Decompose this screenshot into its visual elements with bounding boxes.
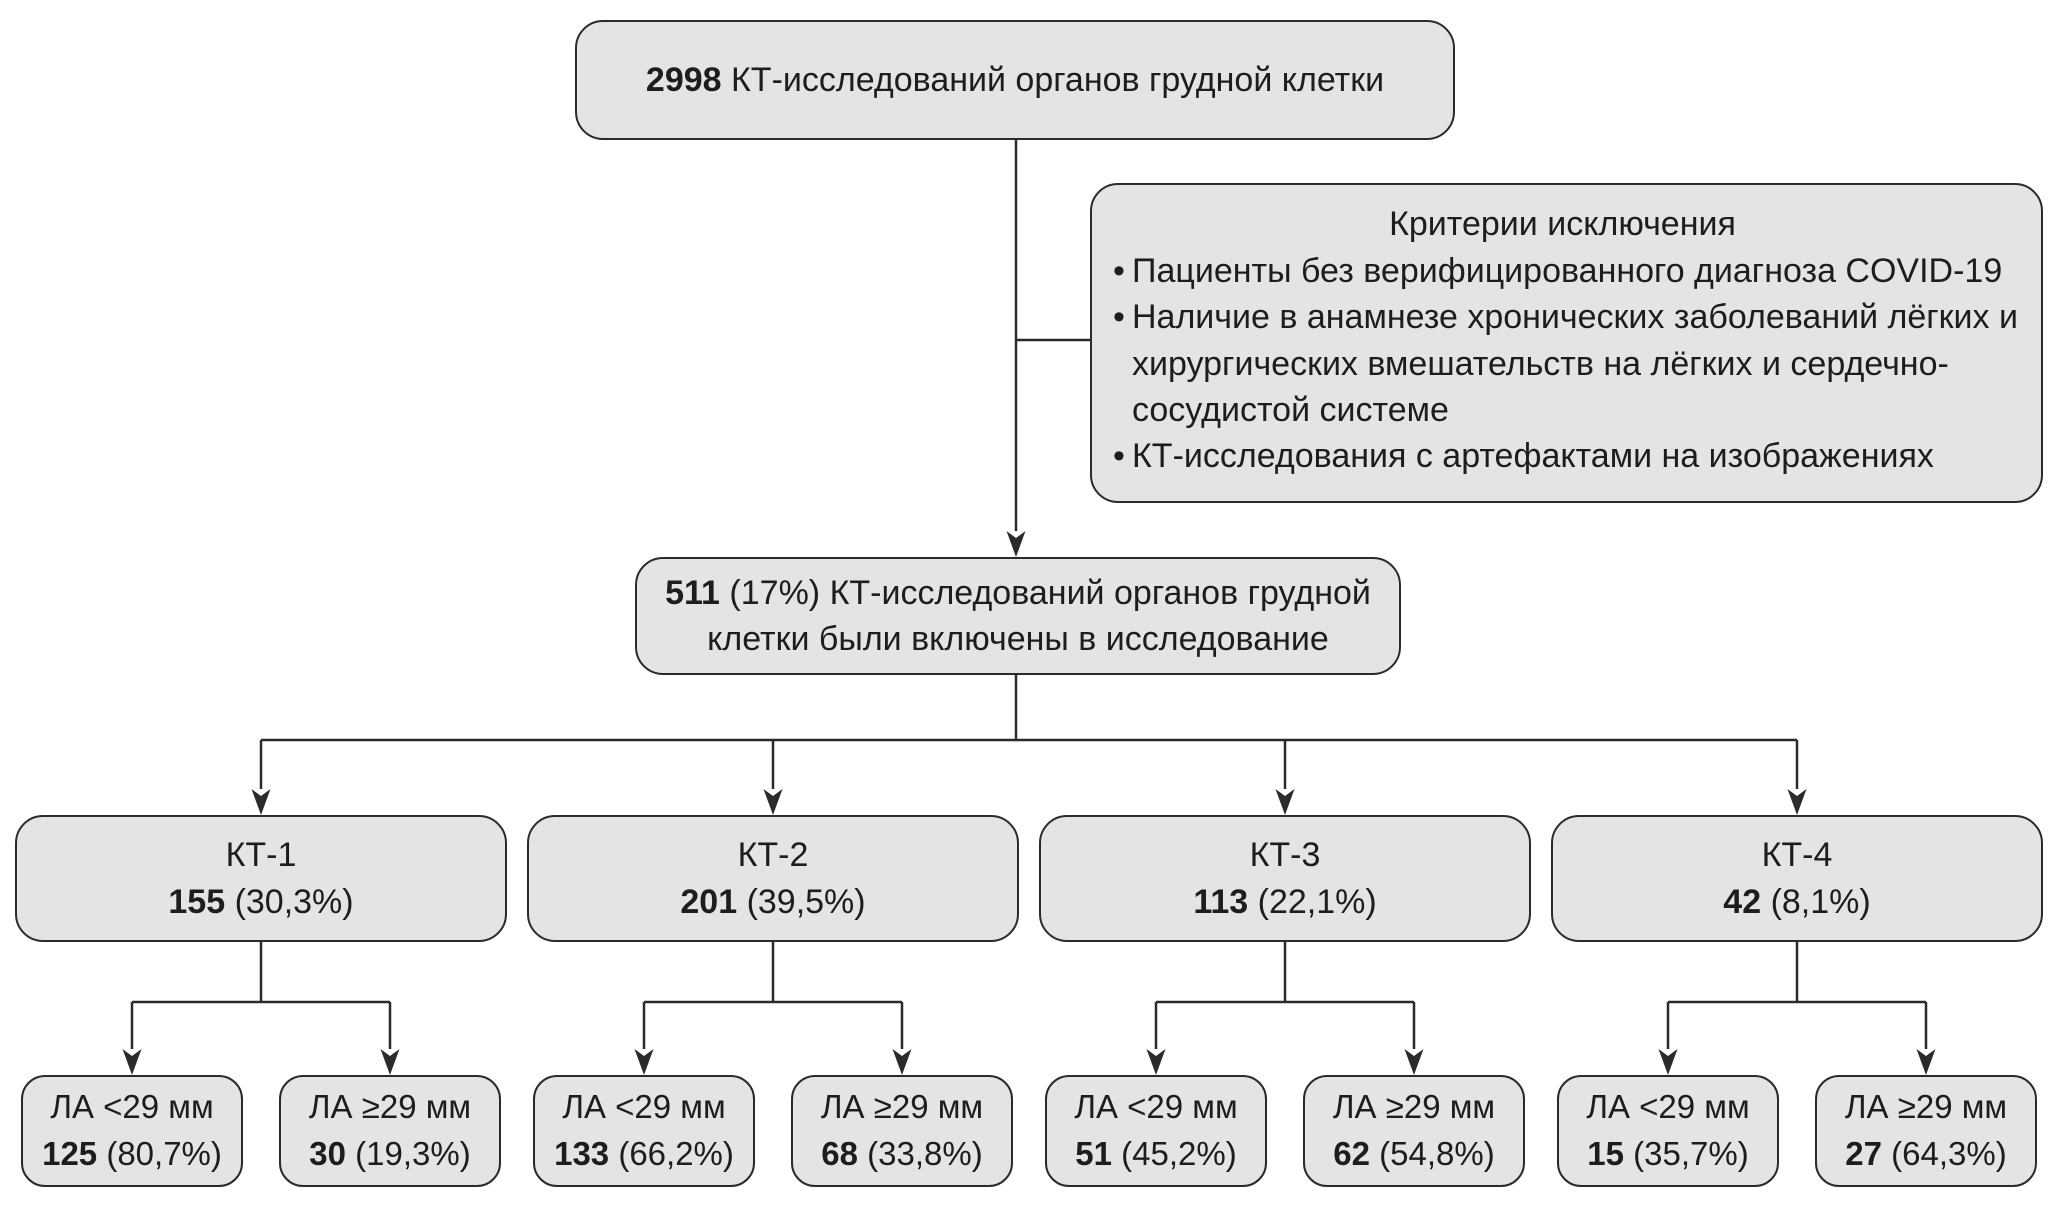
kt1-percent: (30,3%) <box>234 882 354 921</box>
exclusion-bullet-2-text: Наличие в анамнезе хронических заболеван… <box>1132 298 2018 429</box>
connector-leaf-stems <box>259 942 1799 1002</box>
leaf-label: ЛА ≥29 мм <box>1844 1088 2008 1126</box>
kt3-count: 113 <box>1193 882 1249 921</box>
kt4-title: КТ-4 <box>1761 836 1833 875</box>
leaf-label: ЛА ≥29 мм <box>820 1088 984 1126</box>
kt2-la-over29-box: ЛА ≥29 мм 68 (33,8%) <box>791 1075 1013 1187</box>
kt3-title: КТ-3 <box>1249 836 1321 875</box>
exclusion-bullet-2: •Наличие в анамнезе хронических заболева… <box>1106 294 2019 433</box>
arrowhead-kt4 <box>1787 789 1807 815</box>
arrowhead-leaf-3 <box>634 1049 654 1075</box>
leaf-count: 68 <box>821 1135 858 1172</box>
arrowhead-kt2 <box>763 789 783 815</box>
leaf-percent: (54,8%) <box>1379 1135 1495 1172</box>
total-ct-text: 2998 КТ-исследований органов грудной кле… <box>646 57 1384 103</box>
kt2-percent: (39,5%) <box>746 882 866 921</box>
kt4-count-line: 42 (8,1%) <box>1723 879 1870 925</box>
arrowhead-leaf-7 <box>1658 1049 1678 1075</box>
leaf-percent: (19,3%) <box>355 1135 471 1172</box>
kt1-group-box: КТ-1 155 (30,3%) <box>15 815 507 942</box>
arrowhead-leaf-1 <box>122 1049 142 1075</box>
kt1-count-line: 155 (30,3%) <box>168 879 353 925</box>
arrowhead-leaf-2 <box>380 1049 400 1075</box>
kt1-title: КТ-1 <box>225 836 297 875</box>
leaf-count-line: 51 (45,2%) <box>1075 1131 1236 1178</box>
kt3-percent: (22,1%) <box>1257 882 1377 921</box>
leaf-percent: (45,2%) <box>1121 1135 1237 1172</box>
total-ct-count: 2998 <box>645 60 722 99</box>
leaf-count-line: 133 (66,2%) <box>554 1131 734 1178</box>
included-label: (17%) КТ-исследований органов грудной кл… <box>707 573 1371 658</box>
kt2-count-line: 201 (39,5%) <box>680 879 865 925</box>
kt3-count-line: 113 (22,1%) <box>1193 879 1376 925</box>
arrowhead-leaf-6 <box>1404 1049 1424 1075</box>
exclusion-criteria-box: Критерии исключения •Пациенты без верифи… <box>1090 183 2043 503</box>
leaf-percent: (66,2%) <box>618 1135 734 1172</box>
kt3-group-box: КТ-3 113 (22,1%) <box>1039 815 1531 942</box>
exclusion-bullet-3: •КТ-исследования с артефактами на изобра… <box>1106 433 2019 479</box>
exclusion-title: Критерии исключения <box>1389 205 1736 243</box>
kt4-count: 42 <box>1723 882 1762 921</box>
included-studies-text: 511 (17%) КТ-исследований органов грудно… <box>649 570 1387 662</box>
kt4-la-under29-box: ЛА <29 мм 15 (35,7%) <box>1557 1075 1779 1187</box>
bullet-icon: • <box>1113 252 1125 291</box>
leaf-count: 15 <box>1587 1135 1624 1172</box>
leaf-count: 51 <box>1075 1135 1112 1172</box>
leaf-count-line: 125 (80,7%) <box>42 1131 222 1178</box>
kt4-percent: (8,1%) <box>1770 882 1871 921</box>
total-ct-label: КТ-исследований органов грудной клетки <box>731 60 1385 99</box>
kt3-la-under29-box: ЛА <29 мм 51 (45,2%) <box>1045 1075 1267 1187</box>
leaf-label: ЛА ≥29 мм <box>1332 1088 1496 1126</box>
connector-group-drops <box>259 740 1799 789</box>
arrowhead-kt3 <box>1275 789 1295 815</box>
kt1-la-over29-box: ЛА ≥29 мм 30 (19,3%) <box>279 1075 501 1187</box>
leaf-count-line: 62 (54,8%) <box>1333 1131 1494 1178</box>
kt2-count: 201 <box>680 882 738 921</box>
bullet-icon: • <box>1113 298 1125 337</box>
exclusion-bullet-1-text: Пациенты без верифицированного диагноза … <box>1132 252 2003 291</box>
exclusion-bullet-3-text: КТ-исследования с артефактами на изображ… <box>1132 437 1934 476</box>
kt4-group-box: КТ-4 42 (8,1%) <box>1551 815 2043 942</box>
leaf-count: 27 <box>1845 1135 1882 1172</box>
total-ct-box: 2998 КТ-исследований органов грудной кле… <box>575 20 1455 140</box>
connector-leaf-drops <box>130 1002 1928 1049</box>
included-studies-box: 511 (17%) КТ-исследований органов грудно… <box>635 557 1401 675</box>
bullet-icon: • <box>1113 437 1125 476</box>
leaf-count: 133 <box>554 1135 610 1172</box>
leaf-label: ЛА <29 мм <box>1074 1088 1238 1126</box>
kt4-la-over29-box: ЛА ≥29 мм 27 (64,3%) <box>1815 1075 2037 1187</box>
kt2-group-box: КТ-2 201 (39,5%) <box>527 815 1019 942</box>
arrowhead-included <box>1006 531 1026 557</box>
leaf-count: 30 <box>309 1135 346 1172</box>
kt1-la-under29-box: ЛА <29 мм 125 (80,7%) <box>21 1075 243 1187</box>
arrowhead-leaf-4 <box>892 1049 912 1075</box>
kt2-title: КТ-2 <box>737 836 809 875</box>
kt1-count: 155 <box>168 882 226 921</box>
arrowhead-kt1 <box>251 789 271 815</box>
arrowhead-leaf-8 <box>1916 1049 1936 1075</box>
leaf-percent: (64,3%) <box>1891 1135 2007 1172</box>
leaf-count: 62 <box>1333 1135 1370 1172</box>
leaf-count-line: 68 (33,8%) <box>821 1131 982 1178</box>
leaf-count-line: 30 (19,3%) <box>309 1131 470 1178</box>
included-count: 511 <box>665 573 720 612</box>
arrowhead-leaf-5 <box>1146 1049 1166 1075</box>
kt2-la-under29-box: ЛА <29 мм 133 (66,2%) <box>533 1075 755 1187</box>
leaf-percent: (33,8%) <box>867 1135 983 1172</box>
leaf-count-line: 27 (64,3%) <box>1845 1131 2006 1178</box>
leaf-label: ЛА <29 мм <box>1586 1088 1750 1126</box>
kt3-la-over29-box: ЛА ≥29 мм 62 (54,8%) <box>1303 1075 1525 1187</box>
leaf-count: 125 <box>42 1135 98 1172</box>
leaf-percent: (35,7%) <box>1633 1135 1749 1172</box>
exclusion-bullet-1: •Пациенты без верифицированного диагноза… <box>1106 248 2019 294</box>
leaf-label: ЛА ≥29 мм <box>308 1088 472 1126</box>
leaf-percent: (80,7%) <box>106 1135 222 1172</box>
leaf-label: ЛА <29 мм <box>50 1088 214 1126</box>
leaf-label: ЛА <29 мм <box>562 1088 726 1126</box>
leaf-count-line: 15 (35,7%) <box>1587 1131 1748 1178</box>
